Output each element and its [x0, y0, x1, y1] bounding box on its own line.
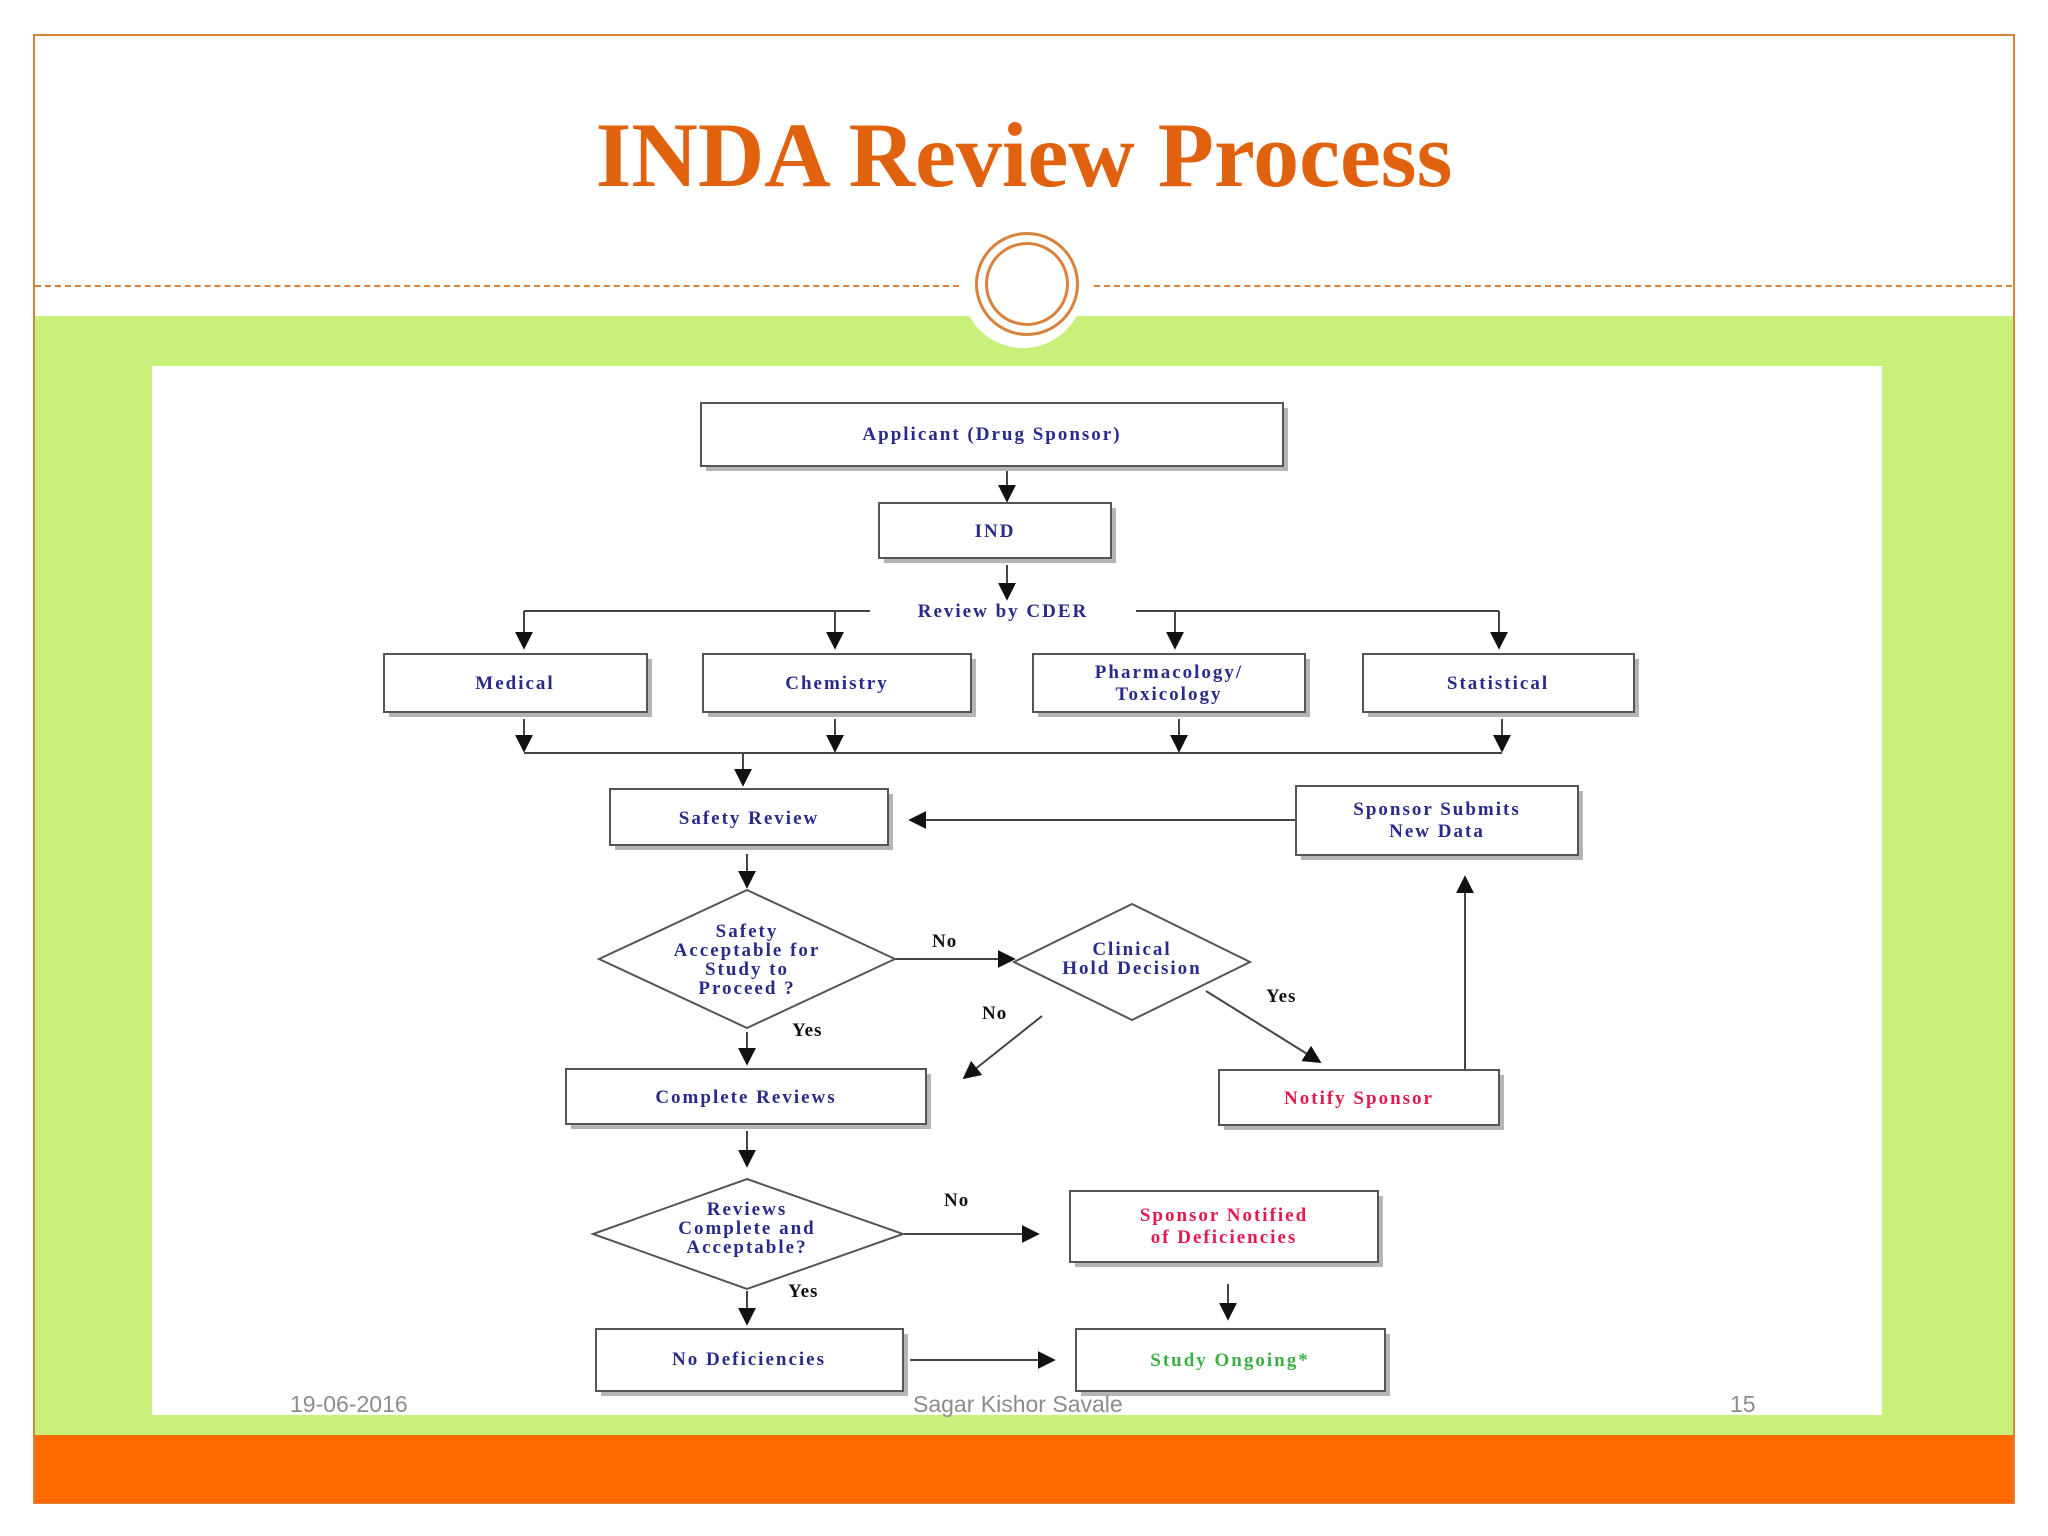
node-study-ongoing-label: Study Ongoing* — [1150, 1350, 1309, 1371]
footer-author: Sagar Kishor Savale — [913, 1391, 1123, 1417]
node-statistical: Statistical — [1362, 653, 1639, 717]
node-pharmacology: Pharmacology/ Toxicology — [1032, 653, 1310, 717]
node-pharmacology-label-line2: Toxicology — [1116, 684, 1223, 705]
node-safety-review: Safety Review — [609, 788, 893, 850]
node-reviews-complete-label-line1: Reviews — [707, 1199, 787, 1220]
node-reviews-complete-label-line2: Complete and — [678, 1218, 815, 1239]
title-divider-right — [1094, 285, 2012, 287]
node-sponsor-notified-label-line2: of Deficiencies — [1151, 1227, 1298, 1248]
edge-label-safety-no: No — [932, 931, 957, 952]
edge-hold-yes-to-notify — [1205, 990, 1322, 1063]
node-statistical-label: Statistical — [1447, 673, 1549, 694]
node-safety-acceptable-label-line3: Study to — [705, 959, 789, 980]
node-sponsor-submits-label-line2: New Data — [1389, 821, 1485, 842]
slide-title: INDA Review Process — [595, 104, 1453, 206]
node-reviews-complete-decision: Reviews Complete and Acceptable? — [590, 1177, 907, 1291]
edge-label-reviews-no: No — [944, 1190, 969, 1211]
node-sponsor-notified: Sponsor Notified of Deficiencies — [1069, 1190, 1383, 1267]
flowchart-diagram: Applicant (Drug Sponsor) IND Review by C… — [383, 402, 1639, 1396]
label-review-by-cder: Review by CDER — [918, 601, 1089, 622]
node-safety-acceptable-label-line2: Acceptable for — [674, 940, 821, 961]
footer-page-number: 15 — [1730, 1391, 1756, 1417]
divider-ring-icon — [975, 232, 1079, 336]
node-safety-acceptable-label-line1: Safety — [716, 921, 779, 942]
node-sponsor-notified-label-line1: Sponsor Notified — [1140, 1205, 1308, 1226]
edge-label-reviews-yes: Yes — [788, 1281, 818, 1302]
edge-label-hold-no: No — [982, 1003, 1007, 1024]
node-safety-review-label: Safety Review — [679, 808, 820, 829]
node-notify-sponsor: Notify Sponsor — [1218, 1069, 1504, 1130]
node-chemistry-label: Chemistry — [785, 673, 888, 694]
node-no-deficiencies: No Deficiencies — [595, 1328, 908, 1396]
edge-label-safety-yes: Yes — [792, 1020, 822, 1041]
node-medical: Medical — [383, 653, 652, 717]
node-notify-sponsor-label: Notify Sponsor — [1284, 1088, 1434, 1109]
node-applicant: Applicant (Drug Sponsor) — [700, 402, 1288, 471]
node-safety-acceptable-decision: Safety Acceptable for Study to Proceed ? — [596, 888, 898, 1030]
node-reviews-complete-label-line3: Acceptable? — [686, 1237, 807, 1258]
node-safety-acceptable-label-line4: Proceed ? — [698, 978, 795, 999]
edge-hold-no-to-complete-reviews — [962, 1015, 1043, 1080]
node-clinical-hold-label-line1: Clinical — [1092, 939, 1171, 960]
node-clinical-hold-decision: Clinical Hold Decision — [1011, 902, 1253, 1022]
node-chemistry: Chemistry — [702, 653, 976, 717]
title-divider-left — [35, 285, 959, 287]
edge-label-hold-yes: Yes — [1266, 986, 1296, 1007]
footer-date: 19-06-2016 — [290, 1391, 408, 1417]
node-complete-reviews: Complete Reviews — [565, 1068, 931, 1129]
node-sponsor-submits: Sponsor Submits New Data — [1295, 785, 1583, 860]
node-no-deficiencies-label: No Deficiencies — [672, 1349, 826, 1370]
node-pharmacology-label-line1: Pharmacology/ — [1095, 662, 1243, 683]
flowchart-panel: Applicant (Drug Sponsor) IND Review by C… — [152, 366, 1882, 1415]
divider-ring-inner-icon — [985, 242, 1069, 326]
bottom-accent-bar — [35, 1435, 2013, 1503]
node-complete-reviews-label: Complete Reviews — [655, 1087, 836, 1108]
node-medical-label: Medical — [475, 673, 554, 694]
node-ind-label: IND — [975, 521, 1016, 542]
node-study-ongoing: Study Ongoing* — [1075, 1328, 1390, 1396]
node-sponsor-submits-label-line1: Sponsor Submits — [1353, 799, 1520, 820]
node-ind: IND — [878, 502, 1116, 563]
node-clinical-hold-label-line2: Hold Decision — [1062, 958, 1201, 979]
slide-frame — [33, 34, 2015, 1504]
node-applicant-label: Applicant (Drug Sponsor) — [862, 424, 1121, 445]
